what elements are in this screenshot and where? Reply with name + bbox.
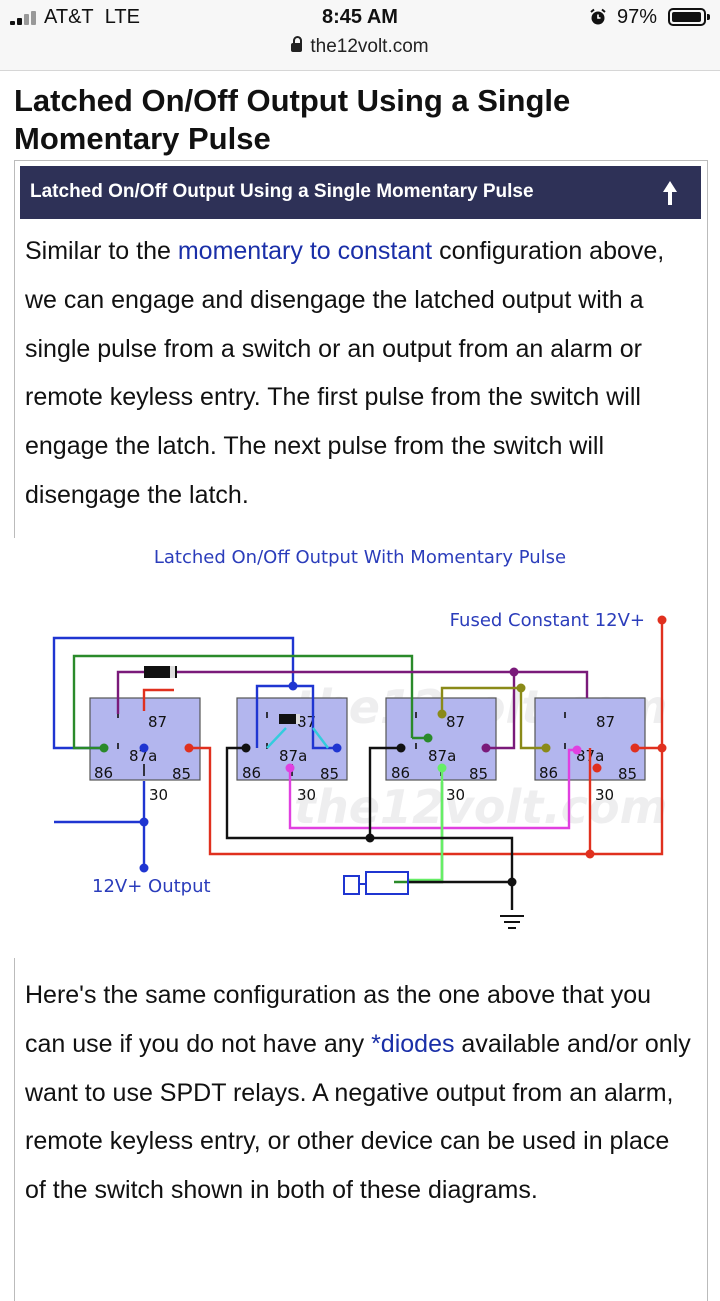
carrier-label: AT&T LTE xyxy=(44,6,140,28)
svg-text:86: 86 xyxy=(539,764,558,782)
fused-constant-label: Fused Constant 12V+ xyxy=(450,610,645,631)
svg-text:30: 30 xyxy=(595,786,614,804)
relay-2: 87 87a 86 85 30 xyxy=(236,697,348,804)
svg-text:87a: 87a xyxy=(279,747,307,765)
second-paragraph: Here's the same configuration as the one… xyxy=(25,981,691,1205)
signal-icon xyxy=(10,11,40,25)
svg-text:87: 87 xyxy=(446,713,465,731)
battery-percent: 97% xyxy=(617,6,658,28)
section-header: Latched On/Off Output Using a Single Mom… xyxy=(20,166,701,219)
diodes-link[interactable]: *diodes xyxy=(371,1029,455,1058)
diode-icon xyxy=(144,666,300,724)
article-section: Latched On/Off Output Using a Single Mom… xyxy=(14,160,708,1301)
svg-text:86: 86 xyxy=(94,764,113,782)
svg-text:30: 30 xyxy=(446,786,465,804)
svg-text:86: 86 xyxy=(391,764,410,782)
alarm-icon xyxy=(590,8,606,25)
battery-icon xyxy=(668,8,710,26)
output-label: 12V+ Output xyxy=(92,876,211,897)
battery-fill xyxy=(672,12,701,22)
momentary-to-constant-link[interactable]: momentary to constant xyxy=(177,237,433,265)
back-to-top-icon[interactable] xyxy=(661,179,679,207)
watermark-bottom: the12volt.com xyxy=(294,780,668,834)
svg-text:87a: 87a xyxy=(129,747,157,765)
diagram-canvas: Latched On/Off Output With Momentary Pul… xyxy=(14,538,706,958)
ground-icon xyxy=(500,915,524,929)
clock: 8:45 AM xyxy=(322,6,398,28)
svg-text:85: 85 xyxy=(618,765,637,783)
switch-icon xyxy=(343,871,409,895)
diagram-title: Latched On/Off Output With Momentary Pul… xyxy=(154,547,566,568)
svg-text:30: 30 xyxy=(297,786,316,804)
svg-text:87: 87 xyxy=(297,713,316,731)
svg-text:85: 85 xyxy=(469,765,488,783)
page-title: Latched On/Off Output Using a Single Mom… xyxy=(14,83,571,156)
svg-text:87: 87 xyxy=(596,713,615,731)
section-title: Latched On/Off Output Using a Single Mom… xyxy=(30,181,534,202)
status-bar: AT&T LTE 8:45 AM 97% the12volt.com xyxy=(0,0,720,71)
lock-icon xyxy=(291,36,303,52)
intro-paragraph: Similar to the momentary to constant con… xyxy=(25,237,665,509)
address-bar[interactable]: the12volt.com xyxy=(0,36,720,58)
svg-text:30: 30 xyxy=(149,786,168,804)
svg-text:85: 85 xyxy=(320,765,339,783)
url-text: the12volt.com xyxy=(310,36,429,57)
relay-1: 87 87a 86 85 30 xyxy=(89,697,201,804)
svg-text:86: 86 xyxy=(242,764,261,782)
wiring-diagram: Latched On/Off Output With Momentary Pul… xyxy=(14,538,706,958)
svg-text:85: 85 xyxy=(172,765,191,783)
svg-text:87a: 87a xyxy=(428,747,456,765)
svg-text:87: 87 xyxy=(148,713,167,731)
